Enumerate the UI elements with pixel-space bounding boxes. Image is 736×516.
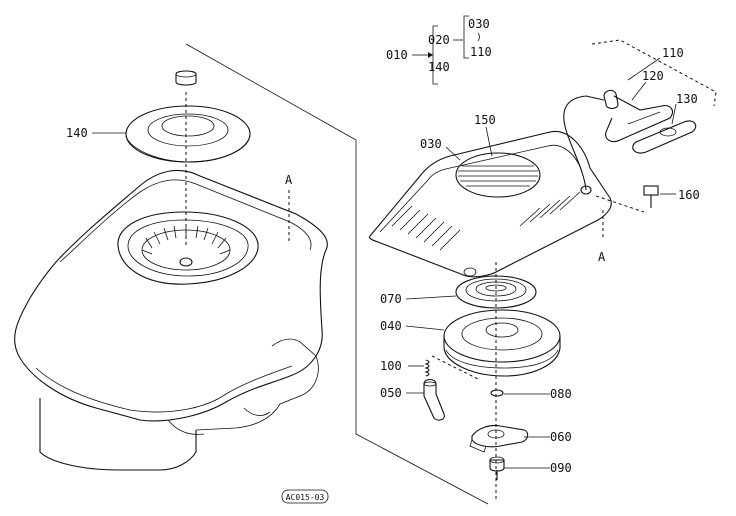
washer-080 — [490, 389, 504, 397]
cover-vent-slots-right — [519, 191, 581, 227]
tree-tilde — [477, 32, 480, 42]
part-structure-tree: 010 020 140 030 110 — [386, 15, 492, 85]
label-130: 130 — [676, 92, 698, 106]
label-120: 120 — [642, 69, 664, 83]
cup-140-bottom — [125, 135, 251, 163]
label-050: 050 — [380, 386, 402, 400]
cover-outline — [368, 130, 612, 278]
screw-090 — [489, 456, 505, 480]
label-110: 110 — [662, 46, 684, 60]
label-140: 140 — [66, 126, 88, 140]
screw-090-head — [489, 459, 505, 472]
engine-detail-1 — [167, 419, 205, 435]
figure-id-badge — [281, 489, 329, 504]
tree-bracket-2 — [463, 15, 469, 59]
tree-label-020: 020 — [428, 33, 450, 47]
tree-label-010: 010 — [386, 48, 408, 62]
label-100: 100 — [380, 359, 402, 373]
bolt-160-axis — [595, 195, 645, 213]
leader-150 — [485, 126, 493, 157]
bolt-160 — [643, 185, 659, 208]
starter-cover-030 — [368, 130, 612, 278]
handle-insert-hole — [659, 127, 677, 137]
tree-label-140: 140 — [428, 60, 450, 74]
pulley-040 — [443, 309, 561, 377]
leader-040 — [405, 325, 445, 331]
cup-140-inner — [147, 113, 229, 147]
pawl-050-body — [423, 378, 445, 421]
marker-a-right: A — [598, 250, 606, 264]
guide-060-tab — [469, 439, 487, 453]
label-160: 160 — [678, 188, 700, 202]
tree-label-110: 110 — [470, 45, 492, 59]
leader-030 — [445, 146, 461, 161]
label-040: 040 — [380, 319, 402, 333]
spring-coil-3 — [485, 284, 507, 292]
handle-120 — [605, 95, 673, 143]
housing-lower-edge — [35, 365, 293, 413]
engine-side — [195, 338, 319, 431]
cover-inner-edge — [379, 144, 583, 233]
pulley-side — [443, 336, 561, 377]
label-090: 090 — [550, 461, 572, 475]
rope-and-handle — [563, 89, 697, 191]
cover-mount-hole — [463, 267, 477, 277]
figure-id-text: AC015-03 — [286, 493, 325, 502]
cover-rope-hole — [580, 185, 592, 195]
housing-outline — [14, 169, 328, 422]
flywheel-fins — [141, 225, 231, 255]
fan-opening-inner — [127, 219, 249, 277]
guide-060-body — [471, 424, 529, 448]
housing-ridge — [59, 179, 312, 263]
leader-110 — [627, 57, 661, 81]
top-nut — [175, 70, 197, 86]
fan-opening-outer — [117, 211, 259, 285]
cover-vent-slots-left — [391, 205, 461, 251]
part-140-assembly — [125, 70, 251, 163]
screw-090-top — [489, 456, 505, 464]
leader-120 — [631, 81, 647, 101]
grille-150 — [455, 152, 541, 198]
grille-slots — [458, 165, 538, 187]
frame-line — [185, 43, 489, 505]
label-080: 080 — [550, 387, 572, 401]
spring-100-coil — [424, 359, 430, 377]
top-nut-face — [175, 70, 197, 78]
engine-body — [39, 398, 197, 471]
tree-bracket-1 — [432, 25, 438, 85]
flywheel-nut — [179, 257, 193, 267]
tree-label-030: 030 — [468, 17, 490, 31]
pulley-inner — [461, 317, 543, 351]
pawl-050-top — [423, 381, 437, 387]
leader-130 — [671, 103, 677, 125]
handle-group-frame — [591, 39, 717, 107]
spring-100-axis — [431, 355, 481, 381]
handle-knot — [603, 89, 619, 110]
pulley-hub — [485, 322, 519, 338]
leader-070 — [405, 295, 457, 300]
label-070: 070 — [380, 292, 402, 306]
marker-a-left: A — [285, 173, 293, 187]
label-150: 150 — [474, 113, 496, 127]
rope-110 — [563, 95, 605, 191]
label-060: 060 — [550, 430, 572, 444]
engine-housing — [14, 43, 489, 505]
cup-140-center — [161, 115, 215, 137]
tree-arrow-head — [428, 52, 433, 58]
engine-detail-2 — [243, 407, 271, 416]
label-030: 030 — [420, 137, 442, 151]
ratchet-guide-060 — [469, 424, 529, 453]
pawl-050 — [423, 378, 445, 421]
spring-100 — [424, 359, 430, 377]
handle-insert-130 — [632, 120, 697, 154]
bolt-160-head — [643, 185, 659, 196]
guide-060-hub — [487, 429, 505, 439]
pulley-groove — [445, 349, 559, 369]
handle-groove — [627, 111, 661, 125]
